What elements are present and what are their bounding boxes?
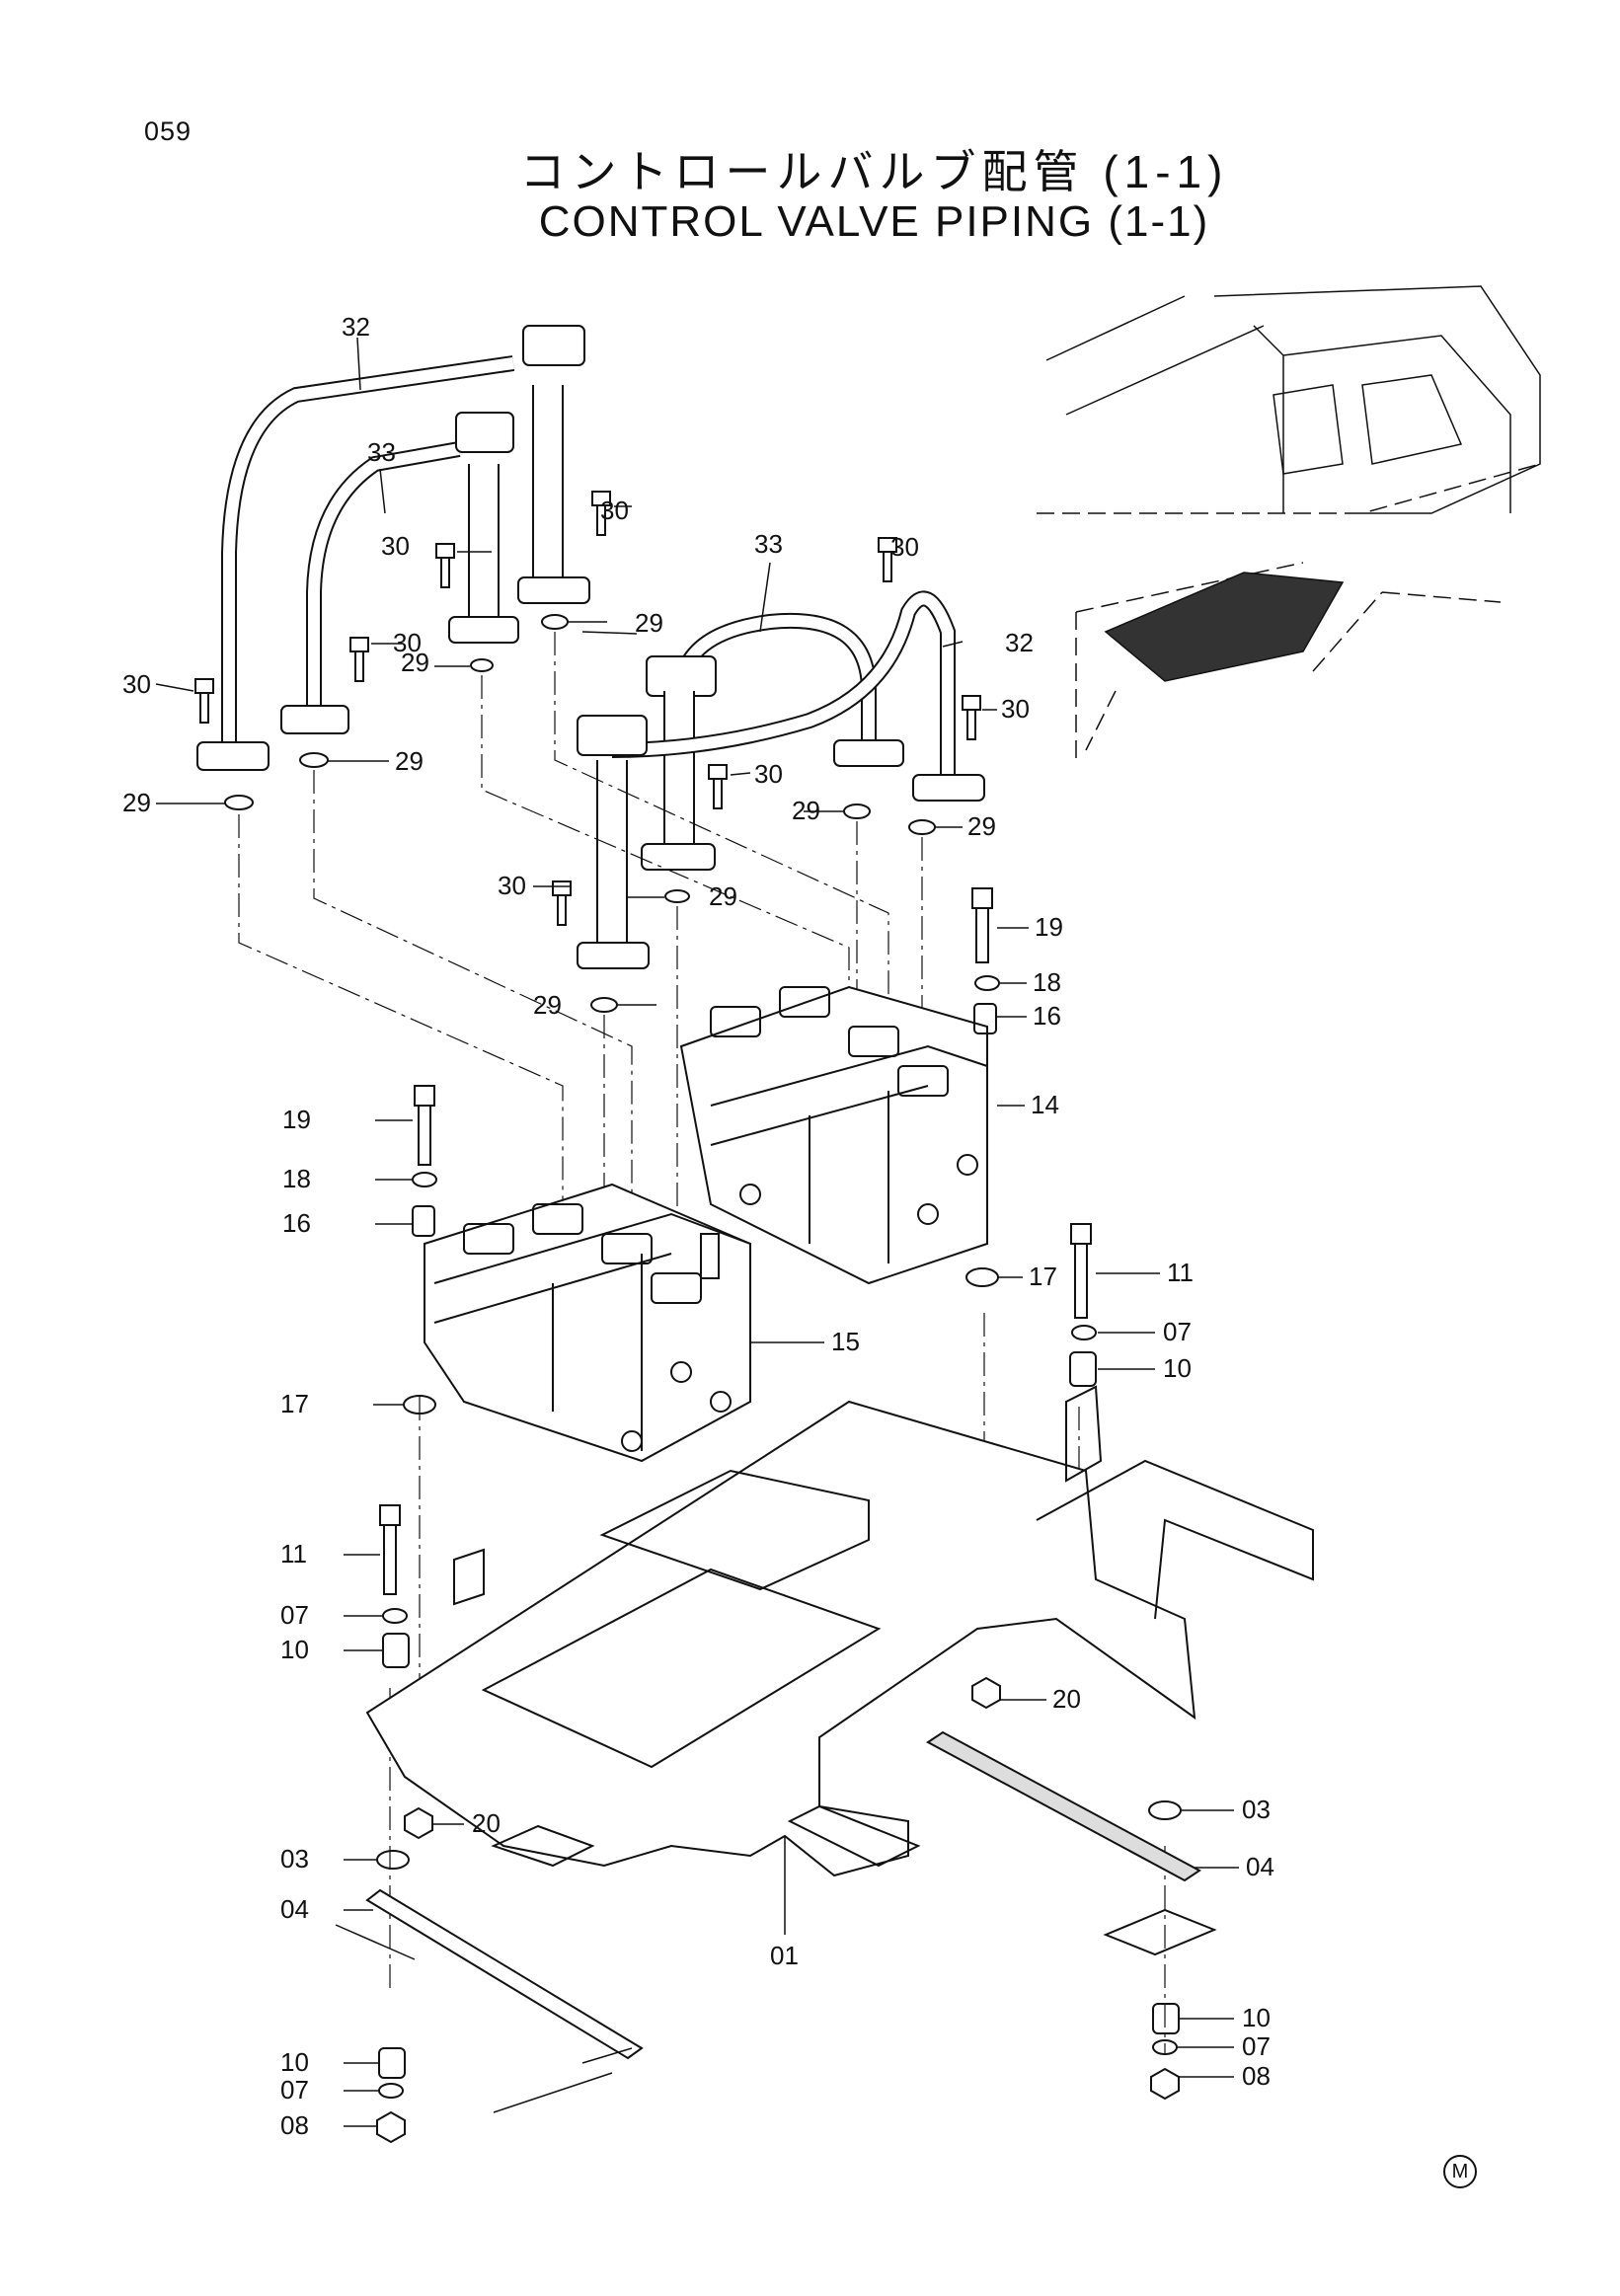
part-label: 19 [1035, 912, 1063, 942]
pipe-32-right [577, 590, 985, 969]
part-label: 17 [1029, 1262, 1057, 1291]
part-label: 11 [1167, 1258, 1194, 1287]
part-label: 07 [1242, 2031, 1271, 2061]
part-label: 30 [393, 628, 422, 657]
part-label: 03 [280, 1844, 309, 1874]
part-label: 08 [280, 2110, 309, 2140]
part-label: 20 [472, 1808, 501, 1838]
part-label: 01 [770, 1941, 799, 1970]
title-english: CONTROL VALVE PIPING (1-1) [538, 197, 1210, 246]
part-label: 29 [792, 796, 820, 825]
machine-locator-sketch [1037, 285, 1541, 760]
part-labels: 32 33 30 30 30 30 29 29 29 29 33 30 32 3… [122, 312, 1274, 2140]
part-label: 29 [122, 788, 151, 817]
part-label: 14 [1031, 1090, 1059, 1119]
part-label: 29 [967, 811, 996, 841]
part-label: 03 [1242, 1795, 1271, 1824]
part-label: 08 [1242, 2061, 1271, 2091]
part-label: 29 [635, 608, 663, 638]
manufacturer-mark: M [1443, 2155, 1477, 2188]
part-label: 29 [395, 746, 424, 776]
part-label: 33 [754, 529, 783, 559]
part-label: 30 [381, 531, 410, 561]
part-label: 30 [1001, 694, 1030, 724]
part-label: 30 [498, 871, 526, 900]
part-label: 20 [1052, 1684, 1081, 1714]
part-label: 10 [1242, 2003, 1271, 2032]
control-valve-14 [679, 985, 988, 1285]
pipe-33-left [280, 412, 519, 734]
part-label: 15 [831, 1327, 860, 1356]
base-plate-01 [365, 1385, 1314, 1877]
part-label: 32 [342, 312, 370, 342]
part-label: 10 [1163, 1353, 1192, 1383]
control-valve-15 [424, 1183, 751, 1463]
part-label: 04 [280, 1894, 309, 1924]
part-label: 29 [401, 648, 429, 677]
pipe-33-right [641, 612, 904, 871]
leader-lines [155, 337, 1239, 2127]
part-label: 30 [890, 532, 919, 562]
pipe-32-left [196, 325, 590, 771]
part-label: 32 [1005, 628, 1034, 657]
part-label: 18 [282, 1164, 311, 1193]
part-label: 07 [1163, 1317, 1192, 1346]
part-label: 29 [533, 990, 562, 1020]
part-label: 17 [280, 1389, 309, 1418]
part-label: 16 [1033, 1001, 1061, 1031]
part-label: 19 [282, 1105, 311, 1134]
part-label: 11 [280, 1539, 307, 1569]
part-label: 30 [600, 496, 629, 525]
support-bars-04 [335, 1730, 1217, 2113]
part-label: 10 [280, 2047, 309, 2077]
part-label: 10 [280, 1635, 309, 1664]
part-label: 30 [122, 669, 151, 699]
page-number: 059 [144, 116, 193, 146]
part-label: 33 [367, 437, 396, 467]
part-label: 07 [280, 1600, 309, 1630]
part-label: 29 [709, 881, 737, 911]
part-label: 18 [1033, 967, 1061, 997]
part-label: 30 [754, 759, 783, 789]
part-label: 07 [280, 2075, 309, 2105]
part-label: 16 [282, 1208, 311, 1238]
title-japanese: コントロールバルブ配管 (1-1) [519, 146, 1229, 197]
part-label: 04 [1246, 1852, 1274, 1881]
